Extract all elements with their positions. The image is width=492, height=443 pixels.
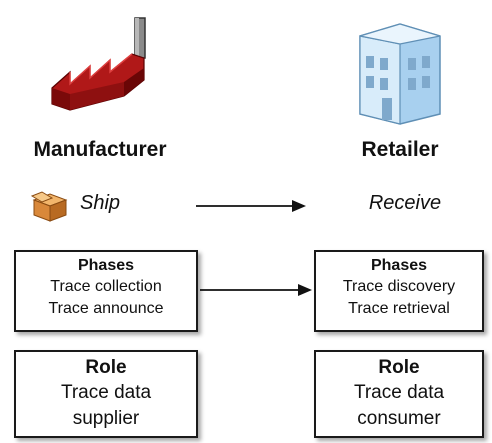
- role-item: Trace data: [353, 382, 445, 403]
- role-title: Role: [85, 357, 127, 378]
- phases-title: Phases: [370, 257, 428, 274]
- phases-title: Phases: [77, 257, 135, 274]
- role-item: supplier: [72, 408, 140, 429]
- phase-item: Trace announce: [48, 300, 164, 317]
- role-item: consumer: [357, 408, 441, 429]
- role-item: Trace data: [60, 382, 152, 403]
- manufacturer-phases-box: Phases Trace collection Trace announce: [14, 250, 198, 332]
- package-icon: [30, 191, 68, 222]
- phase-item: Trace collection: [50, 278, 162, 295]
- phases-arrow: [200, 284, 312, 296]
- ship-label: Ship: [80, 192, 121, 214]
- factory-icon: [51, 17, 146, 111]
- building-icon: [359, 23, 441, 125]
- phase-item: Trace discovery: [342, 278, 456, 295]
- receive-label: Receive: [368, 192, 442, 214]
- manufacturer-label: Manufacturer: [33, 138, 167, 161]
- retailer-phases-box: Phases Trace discovery Trace retrieval: [314, 250, 484, 332]
- manufacturer-role-box: Role Trace data supplier: [14, 350, 198, 438]
- retailer-role-box: Role Trace data consumer: [314, 350, 484, 438]
- retailer-label: Retailer: [361, 138, 439, 161]
- role-title: Role: [378, 357, 420, 378]
- phase-item: Trace retrieval: [348, 300, 450, 317]
- ship-arrow: [196, 200, 306, 212]
